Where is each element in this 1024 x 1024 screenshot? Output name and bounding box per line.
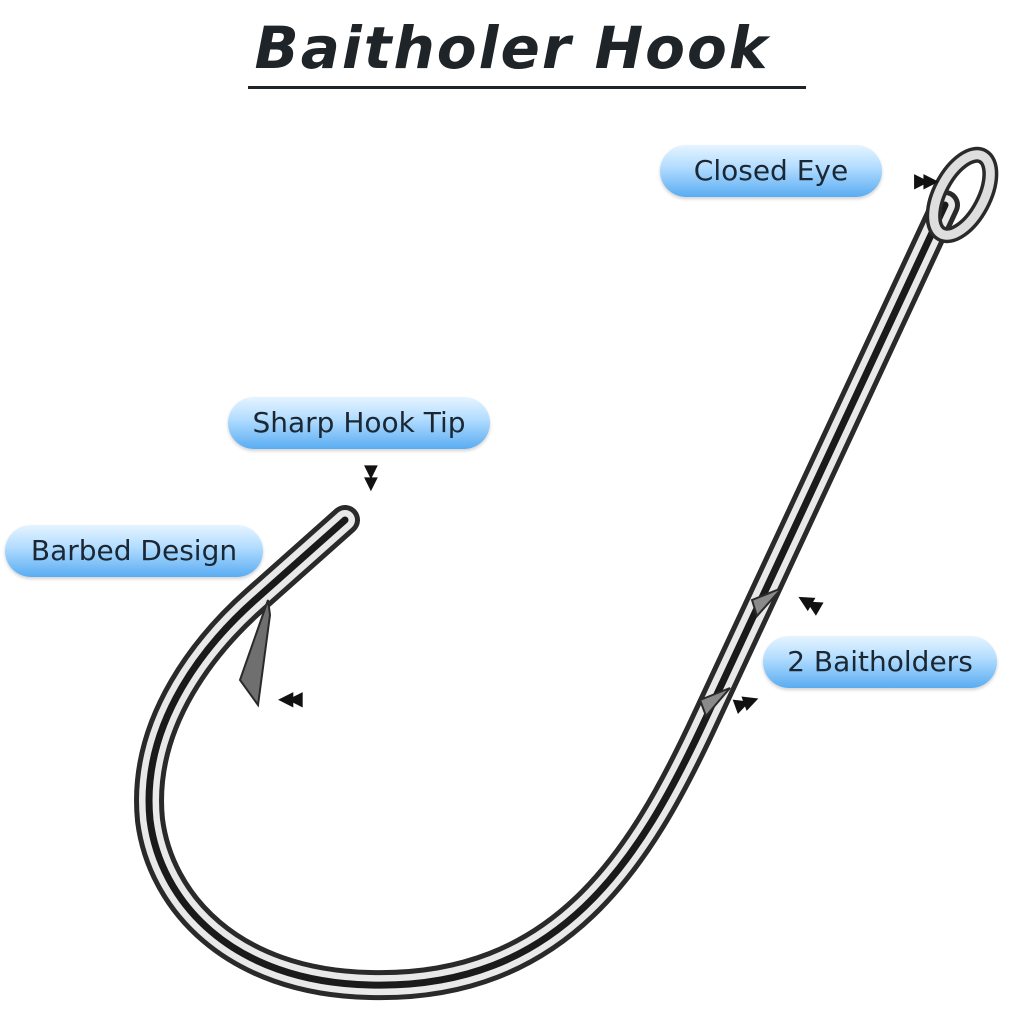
closed-eye-label: Closed Eye <box>660 145 882 197</box>
barb-shape <box>238 599 272 708</box>
hook-body <box>134 190 960 1001</box>
title-underline <box>248 86 806 89</box>
closed-eye-arrow-icon: ▶▶ <box>914 168 939 192</box>
sharp-hook-tip-arrow-icon: ▼▼ <box>364 461 378 494</box>
baitholder-lower-shape <box>698 687 731 718</box>
barbed-design-label: Barbed Design <box>5 525 263 577</box>
closed-eye-shape <box>925 146 999 244</box>
baitholder-upper-shape <box>750 587 783 618</box>
barbed-design-arrow-icon: ◀◀ <box>278 686 303 710</box>
sharp-hook-tip-label: Sharp Hook Tip <box>228 397 490 449</box>
page-title: Baitholer Hook <box>254 14 770 82</box>
baitholders-label: 2 Baitholders <box>763 636 997 688</box>
